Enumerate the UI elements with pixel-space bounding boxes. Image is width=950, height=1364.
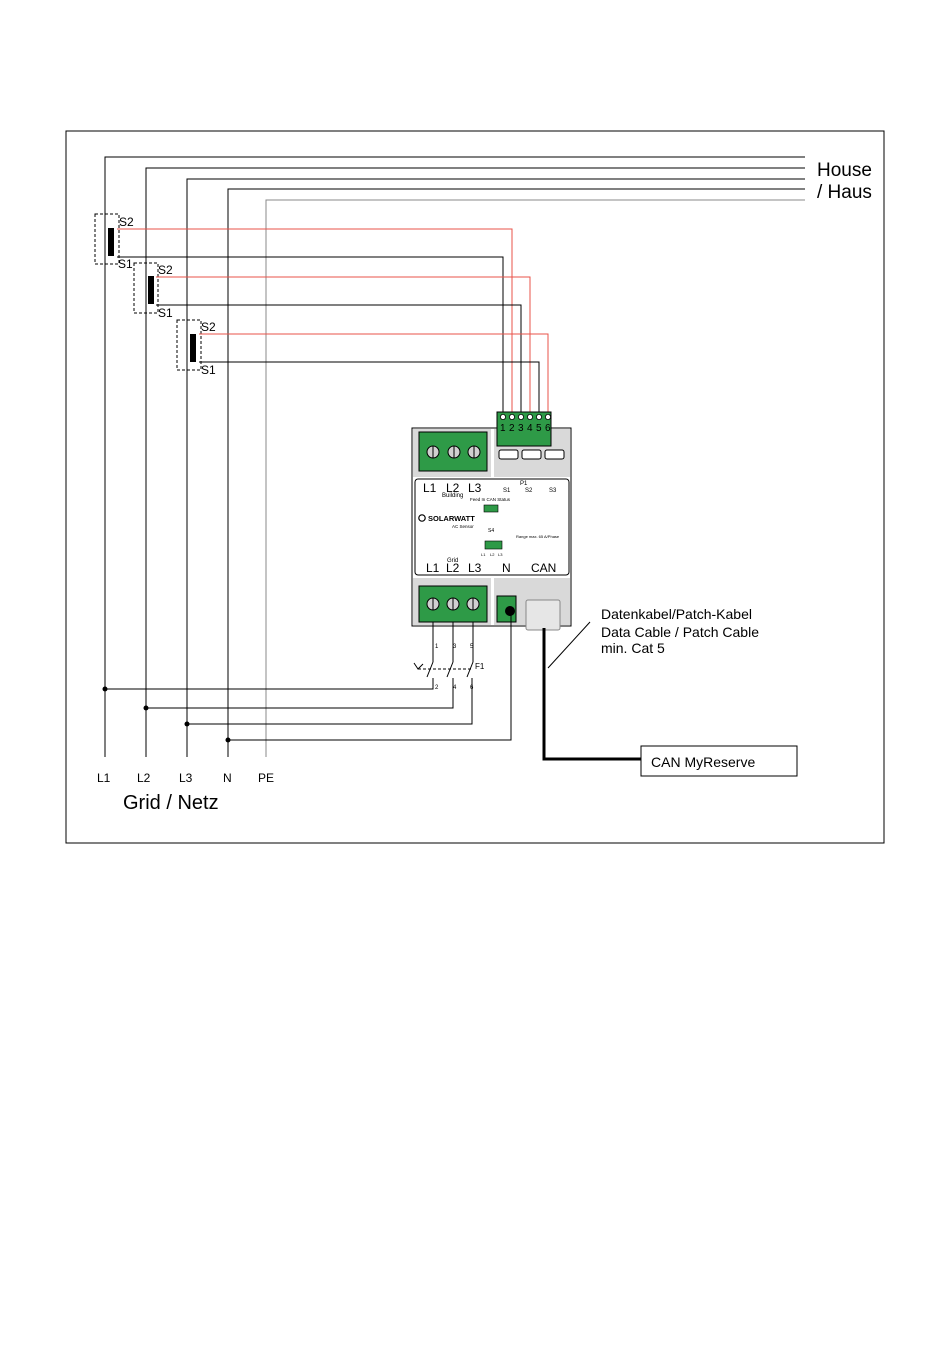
svg-text:1: 1 [435, 644, 439, 650]
svg-text:PE: PE [258, 771, 274, 785]
status-connector [484, 505, 498, 512]
s4-pin-l3: L3 [498, 552, 503, 557]
ct-1-s2: S2 [119, 215, 134, 229]
ct-2-s2-wire [156, 277, 530, 418]
svg-text:6: 6 [470, 685, 474, 691]
fuse-label: F1 [475, 662, 485, 671]
ct-1-s1: S1 [118, 257, 133, 271]
grid-l3-wire [187, 678, 472, 724]
svg-text:3: 3 [453, 644, 457, 650]
ct-2-core [148, 276, 154, 304]
building-l1: L1 [423, 481, 437, 495]
svg-text:2: 2 [435, 685, 439, 691]
can-myreserve-label: CAN MyReserve [651, 754, 755, 770]
cable-note-line-2: Data Cable / Patch Cable [601, 624, 759, 640]
grid-l2-wire [146, 678, 453, 708]
ct-3-s2: S2 [201, 320, 216, 334]
n-terminal-screw [505, 606, 515, 616]
ct-3-core [190, 334, 196, 362]
can-port [526, 600, 560, 630]
n-label: N [502, 561, 511, 575]
grid-screws [427, 598, 479, 610]
grid-n-wire [228, 611, 511, 740]
junction-dots [103, 687, 231, 743]
building-label: Building [442, 493, 463, 499]
cable-note-line-3: min. Cat 5 [601, 640, 665, 656]
s3-label: S3 [549, 488, 557, 494]
ct-2-s2: S2 [158, 263, 173, 277]
svg-text:L3: L3 [179, 771, 193, 785]
p1-label: P1 [520, 481, 528, 487]
building-l3: L3 [468, 481, 482, 495]
grid-wiring [105, 611, 511, 740]
building-screws [427, 446, 480, 458]
grid-netz-label: Grid / Netz [123, 792, 219, 814]
cable-note-line-1: Datenkabel/Patch-Kabel [601, 606, 752, 622]
svg-text:6: 6 [545, 423, 551, 434]
grid-l2: L2 [446, 561, 460, 575]
s2-label: S2 [525, 488, 533, 494]
fuse-pin-numbers: 1 3 5 2 4 6 [435, 644, 474, 691]
s4-pin-l2: L2 [490, 552, 495, 557]
feed-in-label: Feed In CAN Status [470, 497, 511, 502]
ct-1-core [108, 228, 114, 256]
svg-text:4: 4 [453, 685, 457, 691]
grid-l1: L1 [426, 561, 440, 575]
ct-3-s1-wire [199, 362, 539, 418]
ct-signal-wires [117, 229, 548, 418]
device-subtitle: AC Sensor [452, 524, 474, 529]
svg-text:L1: L1 [97, 771, 111, 785]
svg-text:3: 3 [518, 423, 524, 434]
ct-1: S2 S1 [95, 214, 134, 271]
s4-label: S4 [488, 528, 494, 534]
svg-text:5: 5 [536, 423, 542, 434]
s4-pin-l1: L1 [481, 552, 486, 557]
ct-1-housing [95, 214, 119, 264]
grid-l1-wire [105, 678, 433, 689]
svg-text:1: 1 [500, 423, 506, 434]
ct-3: S2 S1 [177, 320, 216, 377]
svg-text:N: N [223, 771, 232, 785]
ac-sensor-device: 1 2 3 4 5 6 L1 L2 L3 Building Feed In CA… [412, 412, 571, 630]
svg-text:2: 2 [509, 423, 515, 434]
brand-label: SOLARWATT [428, 514, 475, 523]
s4-connector [485, 541, 502, 549]
ct-2-s1: S1 [158, 306, 173, 320]
svg-text:L2: L2 [137, 771, 151, 785]
haus-label: / Haus [817, 182, 872, 203]
ct-3-s1: S1 [201, 363, 216, 377]
ct-3-s2-wire [199, 334, 548, 418]
ct-2: S2 S1 [134, 263, 173, 320]
conductor-labels: L1 L2 L3 N PE [97, 771, 274, 785]
s1-label: S1 [503, 488, 511, 494]
svg-text:4: 4 [527, 423, 533, 434]
status-led-windows [499, 450, 564, 459]
fuse-actuator-icon [414, 663, 423, 669]
ct-3-housing [177, 320, 201, 370]
house-label: House [817, 160, 872, 181]
range-label: Range max. 65 A/Phase [516, 534, 560, 539]
ct-1-s1-wire [117, 257, 503, 418]
can-label: CAN [531, 561, 556, 575]
grid-l3: L3 [468, 561, 482, 575]
